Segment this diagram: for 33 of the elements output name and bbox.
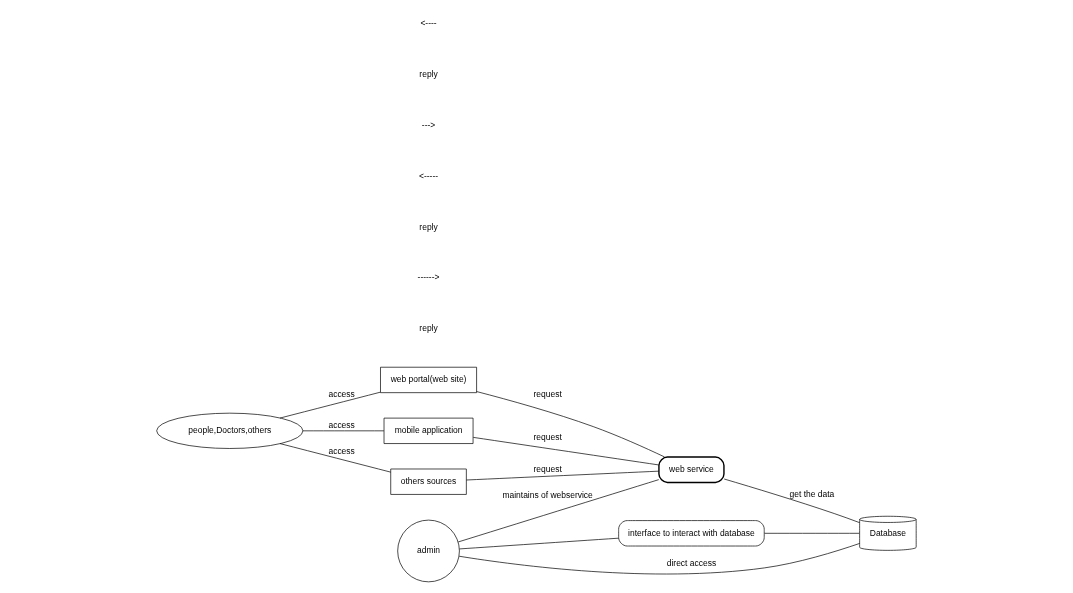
edge-label: direct access — [666, 557, 717, 568]
connector — [279, 443, 392, 473]
edge-label: access — [328, 420, 355, 431]
connector — [764, 532, 860, 534]
label: reply — [419, 323, 438, 334]
connector — [723, 478, 860, 523]
edge-label: request — [533, 463, 562, 474]
label: <---- — [420, 17, 437, 28]
node-box: interface to interact with database — [618, 520, 765, 547]
connector — [457, 479, 660, 543]
connector — [472, 437, 660, 466]
edge-label: get the data — [789, 488, 835, 499]
label: reply — [419, 68, 438, 79]
label: ---> — [421, 119, 436, 130]
edge-label: request — [533, 389, 562, 400]
node-box: mobile application — [383, 417, 474, 444]
edge-label: maintains of webservice — [502, 489, 593, 500]
connector — [459, 537, 619, 550]
edge-label: request — [533, 431, 562, 442]
node-circle: admin — [397, 519, 460, 583]
label: reply — [419, 221, 438, 232]
node-box: web service — [658, 456, 725, 484]
connector — [476, 391, 665, 458]
node-ellipse: people,Doctors,others — [156, 412, 304, 449]
edge-label: access — [328, 389, 355, 400]
label: ------> — [417, 272, 440, 283]
label: <----- — [419, 170, 439, 181]
connector — [466, 470, 660, 481]
connector — [279, 391, 381, 419]
node-box: web portal(web site) — [380, 366, 477, 394]
node-box: others sources — [390, 468, 467, 495]
edge-label: access — [328, 445, 355, 456]
connector — [458, 543, 860, 575]
